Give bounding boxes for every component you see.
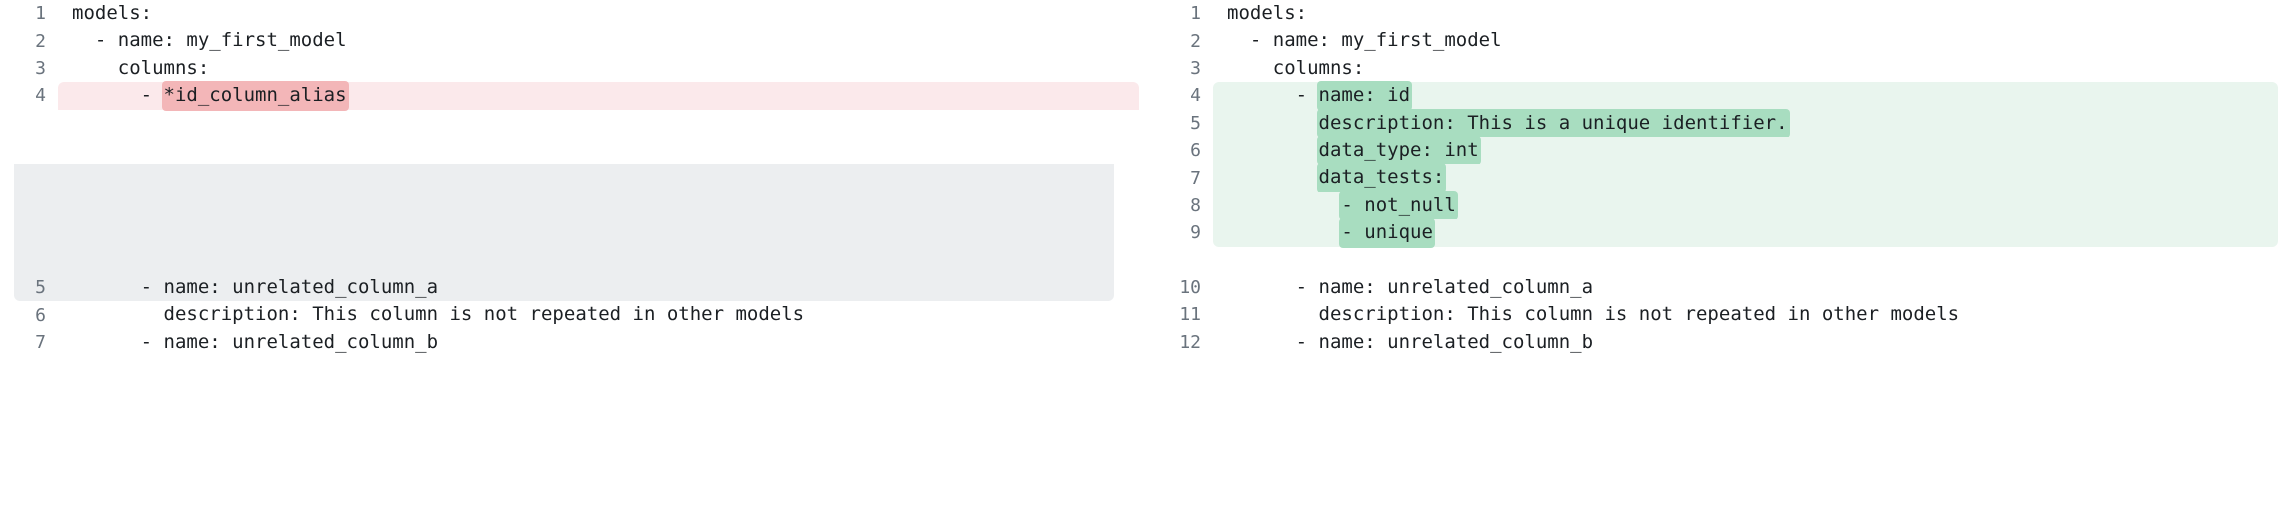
code-prefix	[1227, 137, 1319, 164]
code-line: - name: unrelated_column_b	[1227, 330, 1594, 353]
code-line: - name: my_first_model	[1227, 29, 1502, 52]
diff-pane-before: 1 models: 2 - name: my_first_model 3 col…	[0, 0, 1139, 356]
line-number: 3	[1190, 57, 1201, 79]
added-word-highlight: - not_null	[1339, 190, 1458, 221]
added-word-highlight: - unique	[1339, 218, 1435, 248]
code-line: models:	[1227, 2, 1308, 24]
diff-row-context[interactable]: 1 models:	[1139, 0, 2278, 27]
line-number: 1	[1190, 3, 1201, 25]
code-line: - not_null	[1213, 190, 2278, 221]
diff-row-context[interactable]: 10 - name: unrelated_column_a	[1139, 274, 2278, 301]
added-word-highlight: name: id	[1316, 81, 1413, 111]
line-number: 4	[1190, 85, 1201, 107]
added-word-highlight: data_tests:	[1316, 163, 1447, 193]
diff-row-added[interactable]: 8 - not_null	[1139, 190, 2278, 221]
line-number: 7	[1190, 167, 1201, 189]
diff-row-context[interactable]: 5 - name: unrelated_column_a	[0, 274, 1139, 301]
code-line: columns:	[1227, 56, 1365, 79]
code-prefix	[1227, 110, 1319, 137]
line-number: 2	[35, 30, 46, 52]
diff-row-added[interactable]: 5 description: This is a unique identifi…	[1139, 108, 2278, 138]
removed-word-highlight: *id_column_alias	[161, 81, 349, 111]
diff-row-context[interactable]: 2 - name: my_first_model	[1139, 27, 2278, 54]
line-number: 2	[1190, 30, 1201, 52]
code-prefix: -	[72, 84, 164, 107]
diff-row-added[interactable]: 7 data_tests:	[1139, 163, 2278, 193]
code-line: - name: my_first_model	[72, 29, 347, 52]
code-line: - *id_column_alias	[58, 81, 1139, 111]
code-line: - name: unrelated_column_b	[72, 330, 439, 353]
code-line: - unique	[1213, 218, 2278, 248]
code-prefix	[1227, 192, 1341, 219]
added-word-highlight: data_type: int	[1316, 135, 1481, 166]
code-prefix	[1227, 164, 1319, 191]
diff-row-context[interactable]: 7 - name: unrelated_column_b	[0, 329, 1139, 356]
line-number: 9	[1190, 222, 1201, 244]
line-number: 10	[1179, 277, 1201, 299]
code-line: columns:	[72, 56, 210, 79]
code-line: description: This column is not repeated…	[1227, 303, 1960, 326]
code-line: - name: unrelated_column_a	[1227, 275, 1594, 298]
diff-row-context[interactable]: 1 models:	[0, 0, 1139, 27]
diff-row-filler	[0, 110, 1139, 302]
code-line: - name: unrelated_column_a	[72, 275, 439, 298]
filler-block-wrap	[14, 110, 1139, 302]
line-number: 6	[1190, 140, 1201, 162]
diff-row-added[interactable]: 6 data_type: int	[1139, 135, 2278, 166]
line-number: 11	[1179, 304, 1201, 326]
code-prefix: -	[1227, 84, 1319, 107]
line-number: 1	[35, 3, 46, 25]
code-line: description: This is a unique identifier…	[1213, 108, 2278, 138]
diff-rows-after: 1 models: 2 - name: my_first_model 3 col…	[1139, 0, 2278, 356]
diff-row-added[interactable]: 4 - name: id	[1139, 81, 2278, 111]
code-line: models:	[72, 2, 153, 24]
code-prefix	[1227, 219, 1341, 246]
diff-row-context[interactable]: 2 - name: my_first_model	[0, 27, 1139, 54]
diff-pane-after: 1 models: 2 - name: my_first_model 3 col…	[1139, 0, 2278, 528]
diff-row-context[interactable]: 6 description: This column is not repeat…	[0, 301, 1139, 328]
diff-row-context[interactable]: 12 - name: unrelated_column_b	[1139, 329, 2278, 356]
diff-rows-before: 1 models: 2 - name: my_first_model 3 col…	[0, 0, 1139, 356]
code-line: data_tests:	[1213, 163, 2278, 193]
code-line: description: This column is not repeated…	[72, 303, 805, 326]
line-number: 6	[35, 304, 46, 326]
line-number: 5	[35, 277, 46, 299]
line-number: 4	[35, 85, 46, 107]
code-line: - name: id	[1213, 81, 2278, 111]
line-number: 3	[35, 57, 46, 79]
diff-row-context[interactable]: 11 description: This column is not repea…	[1139, 301, 2278, 328]
row-gap	[1139, 247, 2278, 274]
line-number: 5	[1190, 112, 1201, 134]
diff-row-context[interactable]: 3 columns:	[1139, 55, 2278, 82]
line-number: 8	[1190, 194, 1201, 216]
added-word-highlight: description: This is a unique identifier…	[1316, 108, 1790, 138]
diff-row-added[interactable]: 9 - unique	[1139, 218, 2278, 248]
diff-row-removed[interactable]: 4 - *id_column_alias	[0, 81, 1139, 111]
code-line: data_type: int	[1213, 135, 2278, 166]
diff-row-context[interactable]: 3 columns:	[0, 55, 1139, 82]
line-number: 7	[35, 331, 46, 353]
line-number: 12	[1179, 331, 1201, 353]
filler-block	[14, 164, 1114, 302]
